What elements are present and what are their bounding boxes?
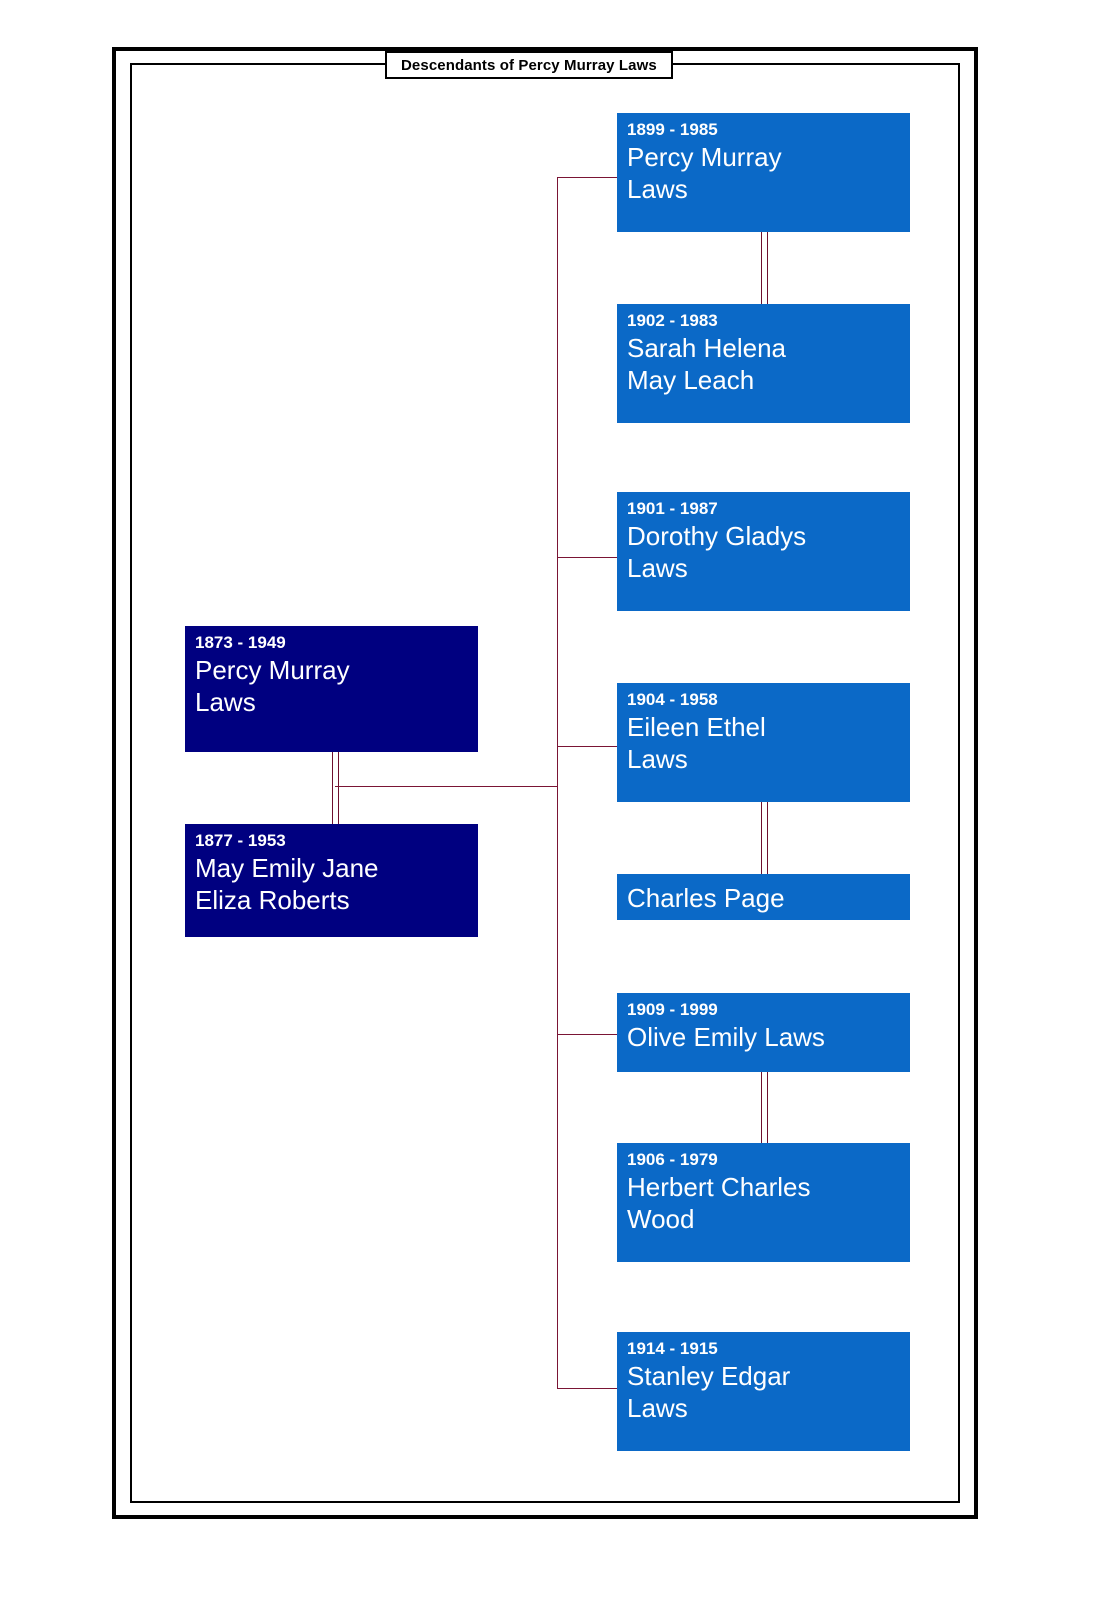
person-name-line1: May Emily Jane <box>195 852 379 883</box>
person-dates: 1906 - 1979 <box>627 1150 718 1169</box>
person-box-root-father[interactable]: 1873 - 1949 Percy Murray Laws <box>185 626 478 752</box>
root-to-spine-connector <box>335 786 558 787</box>
person-name-line2: Laws <box>627 173 688 204</box>
spine-stub-child3 <box>557 746 617 747</box>
person-box-child3[interactable]: 1904 - 1958 Eileen Ethel Laws <box>617 683 910 802</box>
person-name-line1: Eileen Ethel <box>627 711 766 742</box>
person-dates: 1902 - 1983 <box>627 311 718 330</box>
spine-stub-child4 <box>557 1034 617 1035</box>
chart-title-tab: Descendants of Percy Murray Laws <box>385 51 673 79</box>
person-name-line1: Stanley Edgar <box>627 1360 791 1391</box>
person-box-child5[interactable]: 1914 - 1915 Stanley Edgar Laws <box>617 1332 910 1451</box>
person-name-line2: Wood <box>627 1203 695 1234</box>
person-dates: 1901 - 1987 <box>627 499 718 518</box>
person-dates: 1873 - 1949 <box>195 633 286 652</box>
person-name-line2: Laws <box>195 686 256 717</box>
person-box-child4[interactable]: 1909 - 1999 Olive Emily Laws <box>617 993 910 1072</box>
marriage-connector-child3 <box>761 801 768 874</box>
marriage-connector-child4 <box>761 1072 768 1143</box>
children-spine <box>557 177 558 1389</box>
person-name-line2: Laws <box>627 743 688 774</box>
person-dates: 1904 - 1958 <box>627 690 718 709</box>
person-dates: 1914 - 1915 <box>627 1339 718 1358</box>
person-box-child4-spouse[interactable]: 1906 - 1979 Herbert Charles Wood <box>617 1143 910 1262</box>
person-dates: 1899 - 1985 <box>627 120 718 139</box>
person-box-root-mother[interactable]: 1877 - 1953 May Emily Jane Eliza Roberts <box>185 824 478 937</box>
person-name-line1: Charles Page <box>627 883 785 913</box>
person-name-line1: Olive Emily Laws <box>627 1021 825 1052</box>
person-box-child1[interactable]: 1899 - 1985 Percy Murray Laws <box>617 113 910 232</box>
person-dates: 1909 - 1999 <box>627 1000 718 1019</box>
person-name-line1: Percy Murray <box>627 141 782 172</box>
person-name-line1: Dorothy Gladys <box>627 520 807 551</box>
chart-title-text: Descendants of Percy Murray Laws <box>401 56 657 74</box>
person-box-child3-spouse[interactable]: Charles Page <box>617 874 910 920</box>
person-box-child2[interactable]: 1901 - 1987 Dorothy Gladys Laws <box>617 492 910 611</box>
outer-frame-border <box>112 47 978 1519</box>
person-name-line2: Laws <box>627 1392 688 1423</box>
spine-stub-child2 <box>557 557 617 558</box>
person-name-line2: May Leach <box>627 364 755 395</box>
person-name-line1: Herbert Charles <box>627 1171 811 1202</box>
person-box-child1-spouse[interactable]: 1902 - 1983 Sarah Helena May Leach <box>617 304 910 423</box>
person-name-line2: Eliza Roberts <box>195 884 350 915</box>
marriage-connector-root <box>332 752 339 824</box>
spine-stub-child1 <box>557 177 617 178</box>
person-name-line1: Percy Murray <box>195 654 350 685</box>
marriage-connector-child1 <box>761 232 768 304</box>
spine-stub-child5 <box>557 1388 617 1389</box>
person-name-line2: Laws <box>627 552 688 583</box>
person-dates: 1877 - 1953 <box>195 831 286 850</box>
person-name-line1: Sarah Helena <box>627 332 786 363</box>
